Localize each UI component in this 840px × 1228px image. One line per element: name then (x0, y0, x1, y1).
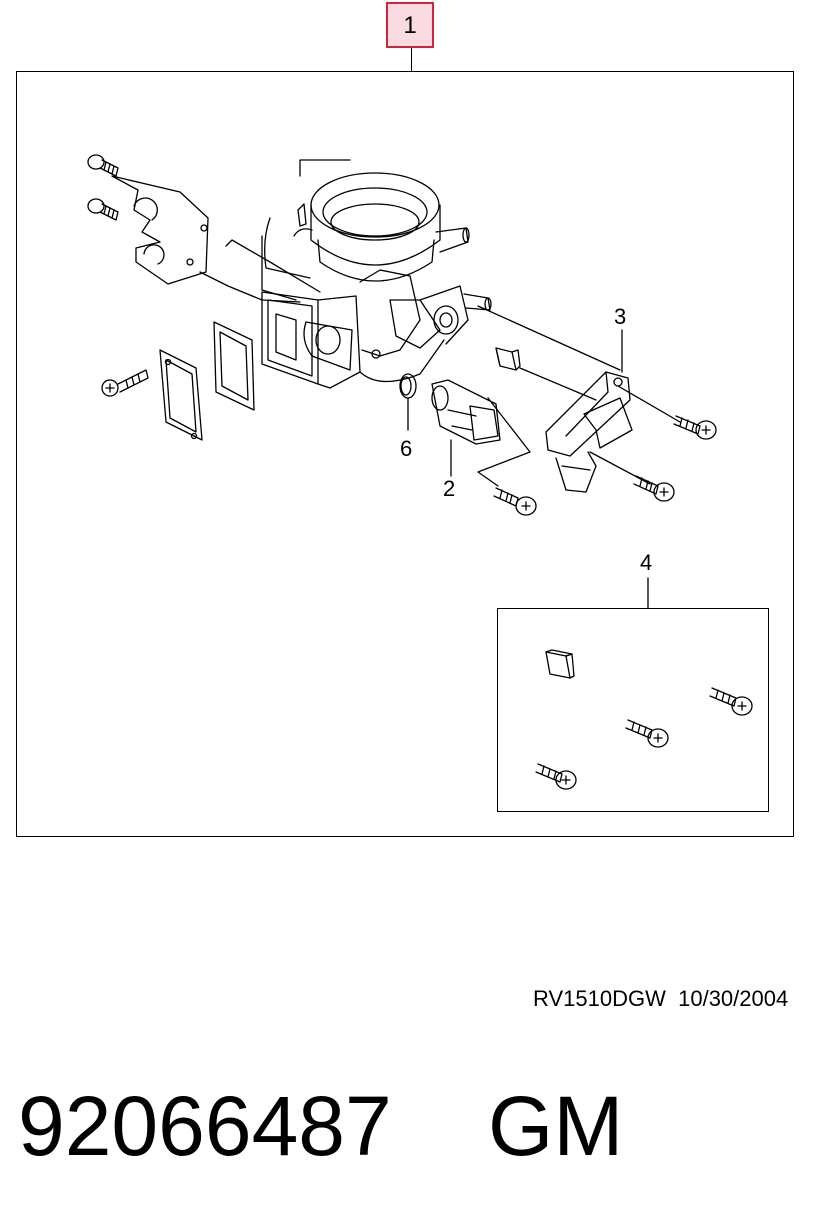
leader-lines (199, 239, 681, 609)
cover-screw (101, 369, 149, 397)
drawing-id: RV1510DGW (533, 986, 666, 1011)
kit-screw-2 (625, 719, 669, 748)
kit-screw-1 (709, 687, 753, 716)
throttle-position-sensor (545, 371, 633, 493)
cover-plate (159, 349, 203, 441)
kit-frame (497, 608, 769, 812)
callout-1-highlighted[interactable]: 1 (386, 2, 434, 48)
callout-1-leader (411, 48, 412, 72)
part-number: 92066487 (18, 1079, 392, 1173)
cover-gasket (213, 321, 255, 411)
small-seal-block (495, 347, 521, 371)
bracket-screw-upper (87, 154, 119, 177)
drawing-date: 10/30/2004 (678, 986, 789, 1011)
assembly-frame (16, 71, 794, 837)
drawing-reference: RV1510DGW 10/30/2004 (533, 986, 788, 1012)
callout-2[interactable]: 2 (443, 476, 456, 501)
tps-screw-upper (673, 415, 717, 440)
callout-4[interactable]: 4 (640, 550, 653, 575)
idle-air-control-valve (431, 379, 501, 445)
kit-seal-block (545, 649, 575, 679)
throttle-body (261, 159, 492, 389)
callout-3[interactable]: 3 (614, 304, 627, 329)
iac-screw (493, 487, 537, 516)
tps-screw-lower (633, 475, 675, 502)
mounting-bracket (111, 175, 209, 285)
kit-screw-3 (535, 763, 577, 790)
o-ring (399, 373, 417, 399)
bracket-screw-lower (87, 198, 119, 221)
brand-name: GM (488, 1079, 624, 1173)
callout-6[interactable]: 6 (400, 436, 413, 461)
